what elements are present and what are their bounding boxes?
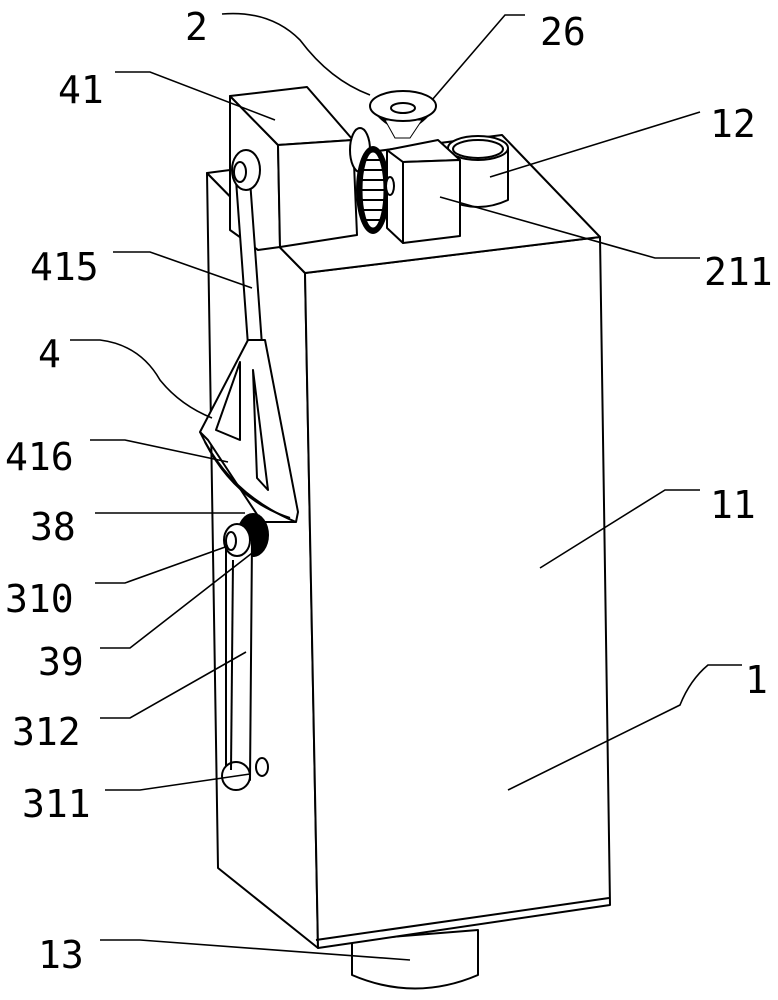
label-312: 312	[12, 710, 81, 754]
label-311: 311	[22, 782, 91, 826]
label-2: 2	[185, 5, 208, 49]
label-416: 416	[5, 435, 74, 479]
bevel-gear	[370, 91, 436, 138]
label-12: 12	[710, 102, 756, 146]
label-211: 211	[704, 250, 773, 294]
label-11: 11	[710, 483, 756, 527]
housing-left-face	[207, 173, 318, 948]
label-41: 41	[58, 68, 104, 112]
label-310: 310	[5, 577, 74, 621]
label-39: 39	[38, 640, 84, 684]
gear-support-block	[386, 140, 460, 243]
label-1: 1	[745, 658, 768, 702]
label-38: 38	[30, 505, 76, 549]
label-26: 26	[540, 10, 586, 54]
label-13: 13	[38, 933, 84, 977]
label-415: 415	[30, 245, 99, 289]
label-4: 4	[38, 332, 61, 376]
housing-front-face	[305, 237, 610, 948]
